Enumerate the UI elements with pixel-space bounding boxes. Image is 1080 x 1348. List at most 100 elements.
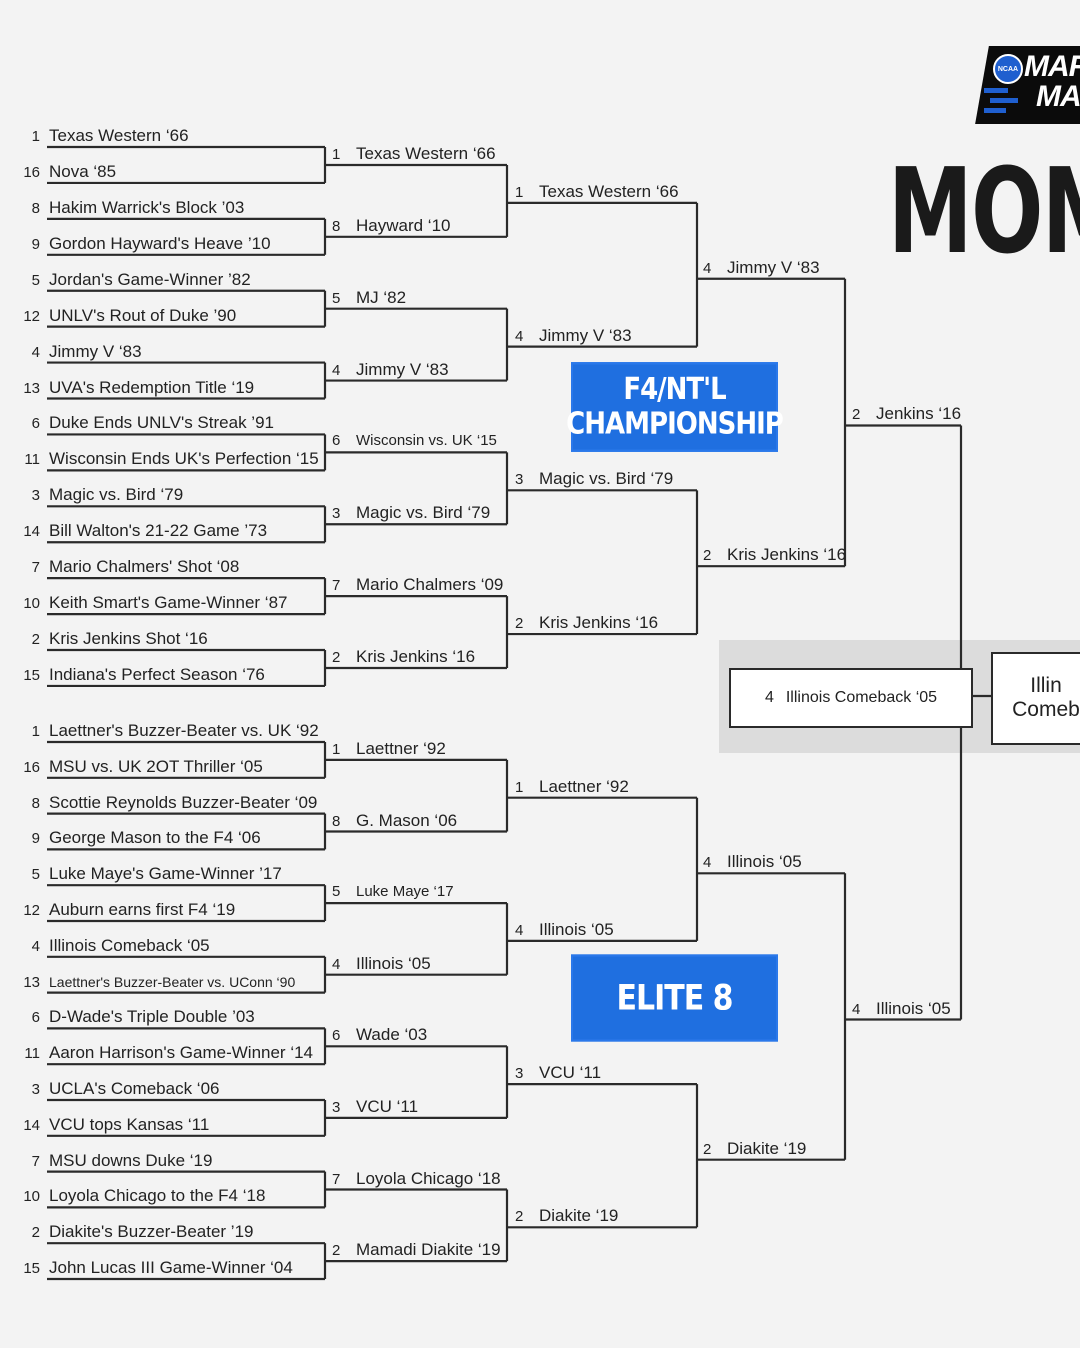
seed-number: 11 — [24, 1045, 40, 1063]
r64-entry[interactable]: 13 Laettner's Buzzer-Beater vs. UConn ‘90 — [18, 972, 295, 993]
team-name: Auburn earns first F4 ‘19 — [49, 900, 236, 919]
seed-number: 16 — [23, 758, 40, 776]
semifinal-seed: 4 — [764, 689, 774, 706]
seed-number: 11 — [24, 451, 40, 469]
ncaa-badge-icon: NCAA — [993, 54, 1023, 84]
logo-word-1: MAR — [1024, 50, 1080, 83]
seed-number: 13 — [23, 973, 40, 991]
seed-number: 14 — [23, 1116, 40, 1134]
champion-box[interactable]: Illin Comeb — [991, 652, 1080, 745]
bracket-logo-icon — [984, 88, 1018, 113]
team-name: Loyola Chicago ‘18 — [356, 1168, 501, 1188]
team-name: Gordon Hayward's Heave ’10 — [49, 233, 271, 253]
seed-number: 5 — [31, 271, 40, 289]
seed-number: 3 — [515, 1065, 524, 1083]
march-madness-logo: NCAA MAR MA — [975, 44, 1080, 128]
team-name: Diakite ‘19 — [727, 1138, 807, 1158]
r16-entry[interactable]: 2 Kris Jenkins ‘16 — [515, 613, 658, 634]
semifinal-winner-box[interactable]: 4 Illinois Comeback ‘05 — [729, 668, 973, 728]
team-name: Kris Jenkins ‘16 — [727, 545, 847, 565]
seed-number: 9 — [31, 830, 40, 848]
seed-number: 4 — [703, 259, 712, 277]
seed-number: 1 — [332, 145, 341, 163]
team-name: Laettner's Buzzer-Beater vs. UConn ‘90 — [49, 973, 296, 990]
team-name: Luke Maye's Game-Winner ’17 — [49, 864, 282, 884]
seed-number: 2 — [515, 615, 524, 633]
team-name: Kris Jenkins ‘16 — [539, 613, 659, 633]
seed-number: 1 — [515, 183, 524, 201]
team-name: Scottie Reynolds Buzzer-Beater ‘09 — [49, 792, 318, 812]
team-name: Laettner's Buzzer-Beater vs. UK ‘92 — [49, 721, 319, 740]
team-name: Laettner ‘92 — [356, 738, 446, 758]
f4-championship-label: F4/NT'L CHAMPIONSHIP — [566, 362, 784, 452]
r64-entry[interactable]: 14 VCU tops Kansas ‘11 — [18, 1115, 209, 1136]
seed-number: 7 — [31, 559, 40, 577]
seed-number: 8 — [332, 217, 341, 235]
team-name: Nova ‘85 — [49, 161, 117, 181]
r64-entry[interactable]: 5 Jordan's Game-Winner ’82 — [18, 270, 251, 291]
team-name: Jordan's Game-Winner ’82 — [49, 269, 251, 289]
seed-number: 3 — [332, 1098, 341, 1116]
team-name: MSU downs Duke ‘19 — [49, 1150, 213, 1170]
team-name: VCU tops Kansas ‘11 — [49, 1114, 210, 1134]
